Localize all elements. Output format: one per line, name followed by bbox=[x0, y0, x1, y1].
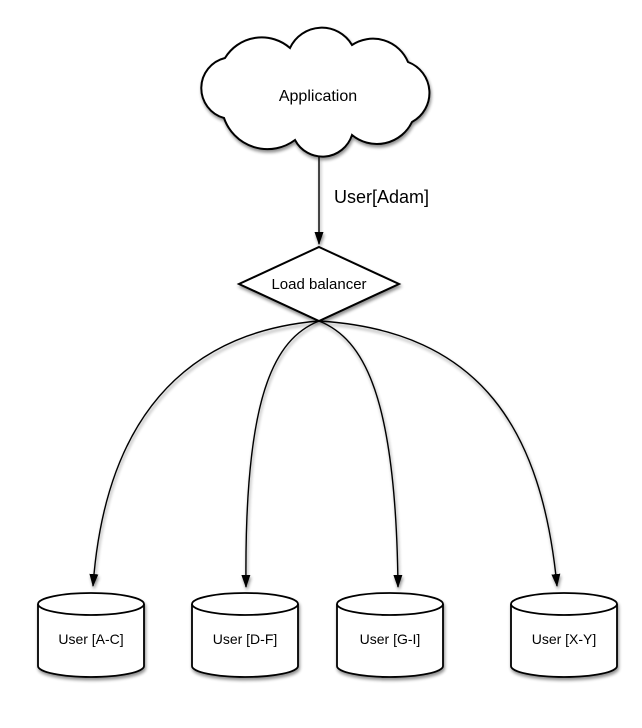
database-cylinder-icon bbox=[510, 592, 618, 678]
shard-node-label: User [X-Y] bbox=[532, 631, 597, 647]
edge-loadbalancer-to-shard-xy bbox=[318, 320, 561, 587]
database-cylinder-icon bbox=[191, 592, 299, 678]
application-node-label: Application bbox=[279, 88, 357, 105]
diamond-icon bbox=[236, 245, 402, 323]
shadowed-shapes bbox=[37, 26, 618, 678]
cloud-icon bbox=[200, 26, 431, 158]
edge-loadbalancer-to-shard-gi bbox=[318, 320, 403, 588]
edge-loadbalancer-to-shard-ac bbox=[89, 320, 320, 587]
shard-node-label: User [A-C] bbox=[58, 631, 123, 647]
shard-node-label: User [G-I] bbox=[360, 631, 421, 647]
request-edge-label: User[Adam] bbox=[334, 187, 429, 207]
database-cylinder-icon bbox=[336, 592, 444, 678]
load-balancer-node-label: Load balancer bbox=[271, 276, 366, 293]
shard-node-label: User [D-F] bbox=[213, 631, 278, 647]
edge-loadbalancer-to-shard-df bbox=[241, 320, 320, 588]
database-cylinder-icon bbox=[37, 592, 145, 678]
